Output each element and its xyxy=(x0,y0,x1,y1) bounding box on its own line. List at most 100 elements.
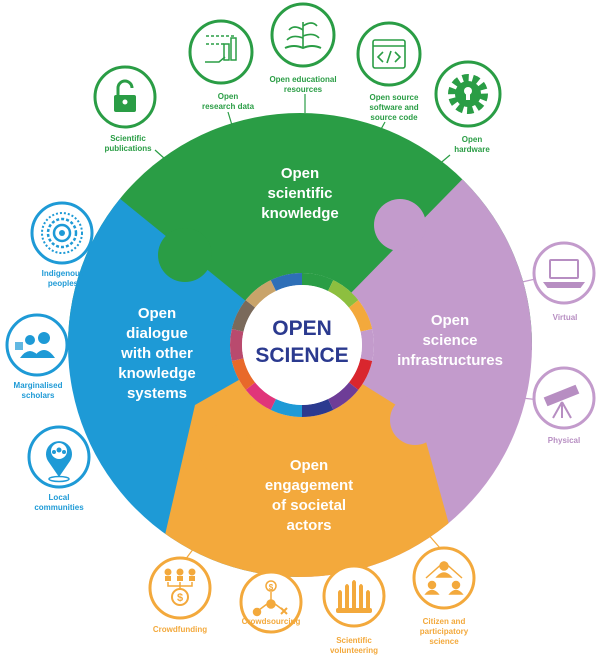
engagement-title-line4: actors xyxy=(286,517,331,534)
knowledge-title: Open scientific knowledge xyxy=(261,165,339,222)
infrastructures-tab xyxy=(374,199,426,251)
laptop-icon xyxy=(543,259,585,288)
research-data-icon xyxy=(205,35,237,63)
citizen-science-label-3: science xyxy=(429,637,459,646)
crowdfunding-label: Crowdfunding xyxy=(153,625,207,634)
ring-segment xyxy=(230,328,244,362)
engagement-title: Open engagement of societal actors xyxy=(265,457,353,534)
ring-segment xyxy=(348,358,373,390)
raised-hands-icon xyxy=(336,580,372,613)
svg-text:$: $ xyxy=(177,592,183,604)
ring-segment xyxy=(327,382,359,410)
open-hardware-label-1: Open xyxy=(462,135,483,144)
infrastructures-title-line3: infrastructures xyxy=(397,352,503,369)
crowdsourcing-label: Crowdsourcing xyxy=(242,617,301,626)
open-educational-resources-label-2: resources xyxy=(284,85,323,94)
dialogue-title-line4: knowledge xyxy=(118,365,196,382)
infrastructures-title-line1: Open xyxy=(431,312,469,329)
knowledge-tab xyxy=(158,228,212,282)
telescope-icon xyxy=(543,384,580,419)
crowdsourcing-node[interactable]: $ Crowdsourcing xyxy=(239,570,303,634)
engagement-tab xyxy=(199,424,251,476)
open-source-software-label-1: Open source xyxy=(370,93,419,102)
virtual-label: Virtual xyxy=(553,313,578,322)
open-research-data-label-2: research data xyxy=(202,102,255,111)
concentric-circles-icon xyxy=(41,212,83,254)
dialogue-title-line2: dialogue xyxy=(126,325,188,342)
knowledge-title-line3: knowledge xyxy=(261,205,339,222)
scientific-publications-node[interactable]: Scientific publications xyxy=(93,65,157,153)
padlock-open-icon xyxy=(114,79,136,112)
physical-label: Physical xyxy=(548,436,580,445)
crowdfunding-node[interactable]: $ Crowdfunding xyxy=(148,556,212,634)
scientific-volunteering-label-1: Scientific xyxy=(336,636,372,645)
citizen-science-label-2: participatory xyxy=(420,627,469,636)
open-research-data-label-1: Open xyxy=(218,92,239,101)
citizen-science-icon xyxy=(424,560,464,595)
plant-book-icon xyxy=(284,22,322,50)
ring-segment xyxy=(348,300,373,332)
citizen-science-node[interactable]: Citizen and participatory science xyxy=(412,546,476,646)
open-research-data-node[interactable]: Open research data xyxy=(188,19,255,111)
center-title-line1: OPEN xyxy=(272,317,332,340)
indigenous-peoples-label-2: peoples xyxy=(48,279,79,288)
local-communities-node[interactable]: Local communities xyxy=(27,425,91,512)
physical-node[interactable]: Physical xyxy=(532,366,596,445)
center-ring xyxy=(230,273,374,417)
ring-segment xyxy=(301,273,334,292)
infrastructures-title-line2: science xyxy=(422,332,477,349)
open-educational-resources-label-1: Open educational xyxy=(269,75,336,84)
engagement-title-line1: Open xyxy=(290,457,328,474)
crowdfunding-icon: $ xyxy=(164,568,196,606)
knowledge-title-line1: Open xyxy=(281,165,319,182)
infrastructures-tab-lower xyxy=(390,395,440,445)
scholars-group-icon xyxy=(15,332,55,358)
indigenous-peoples-node[interactable]: Indigenous peoples xyxy=(30,201,94,288)
ring-segment xyxy=(327,280,359,308)
svg-text:$: $ xyxy=(269,583,274,592)
scientific-publications-label-1: Scientific xyxy=(110,134,146,143)
ring-segments xyxy=(230,273,374,417)
code-window-icon xyxy=(372,39,406,69)
marginalised-scholars-label-1: Marginalised xyxy=(14,381,63,390)
ring-segment xyxy=(270,273,303,292)
knowledge-title-line2: scientific xyxy=(267,185,332,202)
ring-segment xyxy=(231,358,256,390)
scientific-volunteering-node[interactable]: Scientific volunteering xyxy=(322,564,386,655)
ring-segment xyxy=(301,398,334,417)
center-title-line2: SCIENCE xyxy=(255,344,348,367)
open-educational-resources-node[interactable]: Open educational resources xyxy=(269,2,337,94)
scientific-publications-label-2: publications xyxy=(104,144,152,153)
ring-segment xyxy=(360,328,374,362)
engagement-title-line3: of societal xyxy=(272,497,346,514)
open-source-software-node[interactable]: Open source software and source code xyxy=(356,21,422,122)
crowdsourcing-icon: $ xyxy=(252,580,288,617)
marginalised-scholars-label-2: scholars xyxy=(22,391,55,400)
infrastructures-title: Open science infrastructures xyxy=(397,312,503,369)
ring-segment xyxy=(231,300,256,332)
indigenous-peoples-label-1: Indigenous xyxy=(42,269,85,278)
open-source-software-label-2: software and xyxy=(369,103,418,112)
ring-segment xyxy=(245,382,277,410)
community-pin-icon xyxy=(45,441,73,483)
dialogue-title: Open dialogue with other knowledge syste… xyxy=(118,305,196,402)
dialogue-title-line3: with other xyxy=(120,345,193,362)
ring-segment xyxy=(270,398,303,417)
local-communities-label-2: communities xyxy=(34,503,84,512)
open-hardware-label-2: hardware xyxy=(454,145,490,154)
gear-lock-icon xyxy=(448,74,488,114)
engagement-title-line2: engagement xyxy=(265,477,353,494)
engagement-piece[interactable] xyxy=(150,345,470,600)
open-hardware-node[interactable]: Open hardware xyxy=(434,60,502,154)
dialogue-title-line1: Open xyxy=(138,305,176,322)
scientific-volunteering-label-2: volunteering xyxy=(330,646,378,655)
ring-segment xyxy=(245,280,277,308)
open-source-software-label-3: source code xyxy=(370,113,418,122)
citizen-science-label-1: Citizen and xyxy=(423,617,466,626)
virtual-node[interactable]: Virtual xyxy=(532,241,596,322)
dialogue-title-line5: systems xyxy=(127,385,187,402)
local-communities-label-1: Local xyxy=(49,493,70,502)
marginalised-scholars-node[interactable]: Marginalised scholars xyxy=(5,313,69,400)
